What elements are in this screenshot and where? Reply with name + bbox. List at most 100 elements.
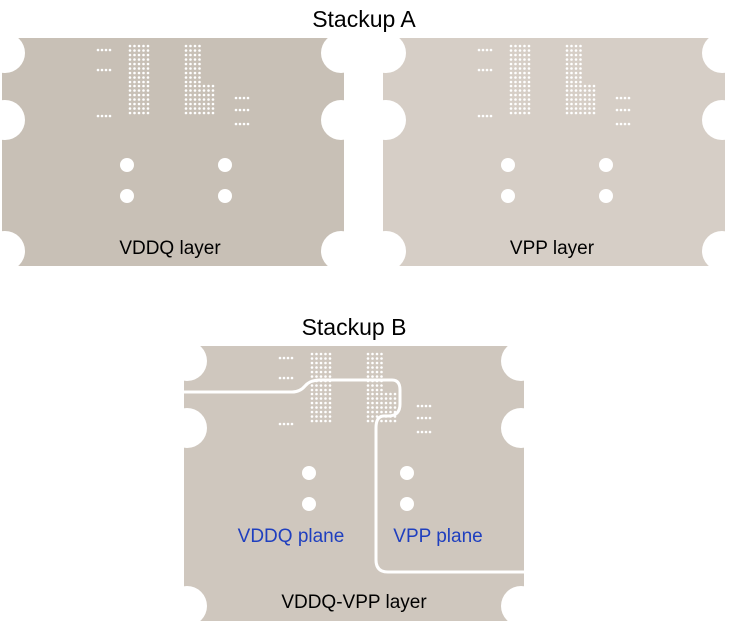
vpp-layer-via bbox=[619, 96, 623, 100]
vpp-layer-via bbox=[527, 49, 531, 52]
vddq-vpp-layer-via bbox=[319, 415, 323, 418]
vddq-vpp-layer-via bbox=[393, 401, 397, 405]
vpp-layer-via bbox=[579, 89, 582, 92]
vpp-layer-via bbox=[481, 68, 485, 72]
vpp-layer-via bbox=[527, 62, 531, 66]
vddq-vpp-layer-via bbox=[380, 410, 383, 414]
vddq-vpp-layer-via bbox=[290, 376, 294, 380]
vpp-layer-via bbox=[574, 76, 578, 79]
vddq-vpp-layer-via bbox=[380, 388, 383, 392]
vddq-layer-via bbox=[137, 84, 141, 88]
vpp-layer-via bbox=[588, 111, 591, 115]
vpp-layer-via bbox=[619, 108, 623, 112]
vddq-vpp-layer-via bbox=[380, 370, 383, 374]
vpp-layer-edge-notch bbox=[702, 100, 729, 140]
vddq-vpp-layer-via bbox=[366, 397, 370, 400]
vpp-layer-via bbox=[523, 71, 526, 75]
vddq-vpp-layer-via bbox=[375, 397, 379, 400]
vddq-vpp-layer-via bbox=[371, 392, 374, 396]
vddq-layer-via bbox=[128, 53, 132, 57]
vddq-vpp-layer-plane bbox=[184, 346, 524, 621]
vpp-layer-via bbox=[518, 111, 522, 115]
vpp-layer-via bbox=[570, 93, 573, 97]
vddq-vpp-layer-via bbox=[319, 401, 323, 405]
vddq-vpp-layer-via bbox=[384, 397, 388, 400]
vddq-layer-via bbox=[104, 114, 108, 118]
vpp-layer-via bbox=[509, 89, 513, 92]
vpp-layer-via bbox=[527, 89, 531, 92]
vddq-vpp-layer-via bbox=[319, 388, 323, 392]
vddq-vpp-layer-via bbox=[315, 410, 318, 414]
vpp-layer-pad-hole bbox=[599, 189, 613, 203]
vddq-layer-via bbox=[189, 93, 192, 97]
vddq-vpp-layer-pad-hole bbox=[302, 497, 316, 511]
vddq-vpp-layer-via bbox=[315, 357, 318, 360]
vpp-layer-via bbox=[565, 58, 569, 61]
vddq-layer-via bbox=[189, 58, 192, 61]
vddq-layer-edge-notch bbox=[0, 33, 25, 73]
vddq-vpp-layer-via bbox=[324, 388, 327, 392]
vddq-vpp-layer-via bbox=[375, 361, 379, 365]
vpp-layer-via bbox=[565, 93, 569, 97]
vpp-layer-via bbox=[592, 107, 596, 110]
vddq-layer-via bbox=[142, 111, 145, 115]
vpp-layer-via bbox=[509, 71, 513, 75]
vpp-layer-via bbox=[579, 80, 582, 84]
vddq-layer-via bbox=[189, 62, 192, 66]
vddq-layer-via bbox=[146, 84, 150, 88]
vddq-layer-via bbox=[184, 67, 188, 70]
vddq-vpp-layer-via bbox=[366, 384, 370, 387]
vddq-vpp-layer-via bbox=[393, 392, 397, 396]
vddq-layer-via bbox=[198, 67, 201, 70]
vddq-layer-via bbox=[184, 111, 188, 115]
vddq-layer-via bbox=[137, 93, 141, 97]
vpp-layer-via bbox=[509, 93, 513, 97]
vpp-layer-via bbox=[623, 122, 627, 126]
vddq-layer-plane bbox=[2, 38, 344, 266]
vpp-layer-via bbox=[527, 53, 531, 57]
vddq-vpp-layer-via bbox=[380, 392, 383, 396]
vddq-layer-via bbox=[133, 102, 136, 106]
vddq-vpp-layer-via bbox=[366, 361, 370, 365]
vddq-vpp-layer-via bbox=[310, 361, 314, 365]
vpp-layer-edge-notch bbox=[702, 33, 729, 73]
vddq-vpp-layer-via bbox=[310, 419, 314, 423]
vddq-vpp-layer-via bbox=[319, 366, 323, 369]
vddq-vpp-layer-via bbox=[315, 388, 318, 392]
vddq-layer-via bbox=[198, 93, 201, 97]
vddq-layer-via bbox=[198, 89, 201, 92]
vddq-layer-via bbox=[133, 80, 136, 84]
vpp-layer-via bbox=[565, 98, 569, 101]
vpp-layer-via bbox=[509, 98, 513, 101]
vddq-layer-via bbox=[202, 93, 206, 97]
vddq-vpp-layer-via bbox=[371, 401, 374, 405]
vddq-layer-via bbox=[184, 71, 188, 75]
vddq-layer-edge-notch bbox=[0, 100, 25, 140]
vddq-layer-via bbox=[142, 71, 145, 75]
vpp-layer-edge-notch bbox=[366, 231, 406, 271]
vddq-layer-via bbox=[142, 62, 145, 66]
vddq-layer-via bbox=[137, 111, 141, 115]
vddq-layer-via bbox=[142, 58, 145, 61]
vpp-layer-via bbox=[574, 107, 578, 110]
vddq-vpp-layer-via bbox=[319, 352, 323, 356]
vddq-layer-via bbox=[198, 44, 201, 48]
vddq-layer-via bbox=[198, 84, 201, 88]
vddq-vpp-layer-via bbox=[375, 366, 379, 369]
vddq-layer-label: VDDQ layer bbox=[119, 238, 221, 259]
vddq-layer-via bbox=[189, 76, 192, 79]
vddq-layer-via bbox=[184, 58, 188, 61]
vpp-layer-via bbox=[565, 71, 569, 75]
vpp-layer-via bbox=[574, 49, 578, 52]
vpp-layer-via bbox=[523, 53, 526, 57]
vpp-layer-via bbox=[518, 58, 522, 61]
vddq-layer-via bbox=[133, 44, 136, 48]
vpp-layer-via bbox=[514, 80, 517, 84]
vddq-layer-via bbox=[202, 89, 206, 92]
vpp-layer-via bbox=[514, 93, 517, 97]
vddq-vpp-layer-via bbox=[315, 370, 318, 374]
vddq-layer-via bbox=[146, 53, 150, 57]
vddq-vpp-layer-via bbox=[366, 388, 370, 392]
vddq-vpp-layer-via bbox=[310, 397, 314, 400]
vddq-layer-via bbox=[128, 49, 132, 52]
